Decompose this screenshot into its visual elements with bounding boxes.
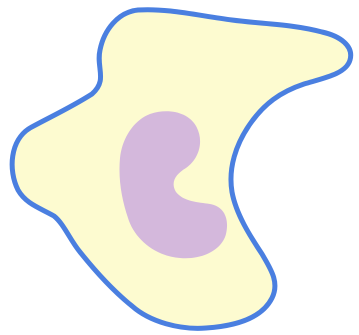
- diagram-canvas: [0, 0, 359, 335]
- blob-diagram: [0, 0, 359, 335]
